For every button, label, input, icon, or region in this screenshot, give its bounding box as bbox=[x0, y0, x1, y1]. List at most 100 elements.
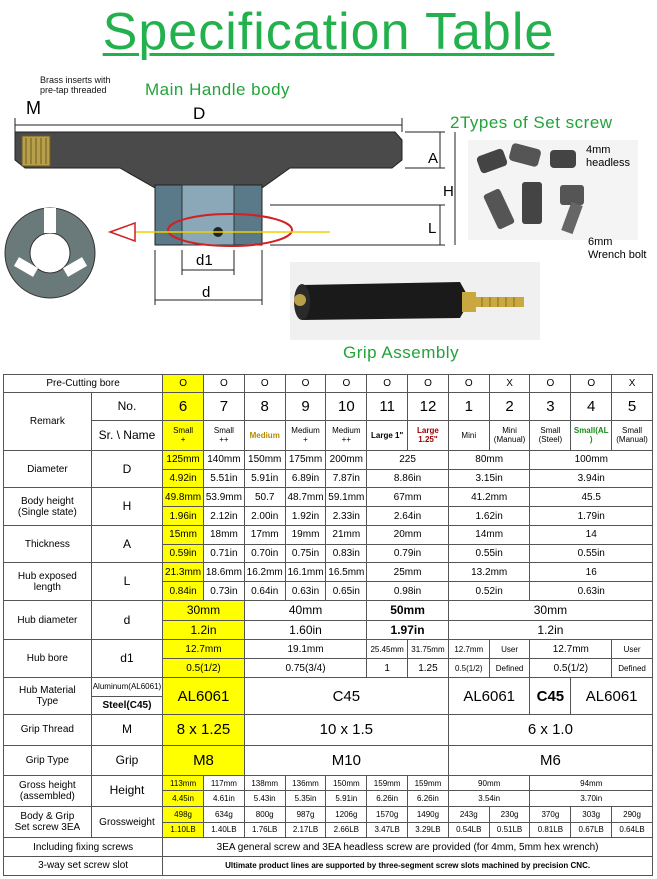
cell: 12.7mm bbox=[529, 639, 613, 660]
cell: O bbox=[202, 374, 245, 393]
cell: 8 x 1.25 bbox=[162, 714, 245, 746]
cell: 2.00in bbox=[243, 506, 286, 526]
cell: 243g bbox=[447, 806, 490, 823]
cell: O bbox=[366, 374, 409, 393]
cell: 0.59in bbox=[162, 543, 204, 564]
cell: 0.98in bbox=[366, 581, 449, 601]
cell: 1.25 bbox=[407, 658, 449, 678]
row-gross-height-mm: Gross height (assembled) Height 113mm 11… bbox=[3, 774, 653, 808]
height-sym: H bbox=[90, 487, 164, 526]
cell: 0.5(1/2) bbox=[162, 658, 245, 678]
hub-dia-sym: d bbox=[90, 599, 164, 641]
cell: User bbox=[611, 639, 653, 660]
cell: 3.15in bbox=[447, 468, 531, 489]
row-diameter-in: 4.92in 5.51in 5.91in 6.89in 7.87in 8.86i… bbox=[4, 468, 653, 489]
row-thickness-mm: Thickness A 15mm 18mm 17mm 19mm 21mm 20m… bbox=[3, 524, 653, 564]
set-screw-title: 2Types of Set screw bbox=[450, 113, 613, 132]
cell: Defined bbox=[611, 658, 653, 678]
cell: 4 bbox=[570, 391, 613, 421]
slot-text: Ultimate product lines are supported by … bbox=[162, 855, 653, 877]
cell: M10 bbox=[243, 744, 449, 776]
cell: Medium + bbox=[284, 419, 327, 452]
gross-height-label: Gross height (assembled) bbox=[3, 774, 92, 808]
cell: 159mm bbox=[407, 774, 449, 792]
cell: O bbox=[407, 374, 449, 393]
cell: 40mm bbox=[243, 599, 368, 621]
cell: 0.64LB bbox=[611, 821, 653, 839]
cell: 1490g bbox=[407, 806, 449, 823]
cell: 10 bbox=[325, 391, 368, 421]
cell: O bbox=[570, 374, 613, 393]
cell: 12.7mm bbox=[447, 639, 490, 660]
cell: 0.81LB bbox=[529, 821, 572, 839]
cell: 2.17LB bbox=[284, 821, 327, 839]
cell: 3 bbox=[529, 391, 572, 421]
row-thickness-in: 0.59in 0.71in 0.70in 0.75in 0.83in 0.79i… bbox=[4, 543, 653, 564]
cell: 1.92in bbox=[284, 506, 327, 526]
cell: 1.60in bbox=[243, 619, 368, 641]
cell: 8 bbox=[243, 391, 286, 421]
cell: 200mm bbox=[325, 450, 368, 470]
diameter-sym: D bbox=[90, 450, 164, 489]
sr-name-label: Sr. \ Name bbox=[90, 419, 164, 452]
thread-sym: M bbox=[90, 714, 164, 746]
cell: 14 bbox=[529, 524, 653, 545]
cell: 13.2mm bbox=[447, 562, 531, 583]
cell: 0.55in bbox=[447, 543, 531, 564]
row-number: Remark No. 6 7 8 9 10 11 12 1 2 3 4 5 bbox=[3, 391, 653, 452]
grip-label: Grip Type bbox=[3, 744, 92, 776]
thickness-sym: A bbox=[90, 524, 164, 564]
diameter-label: Diameter bbox=[3, 450, 92, 489]
row-diameter-mm: Diameter D 125mm 140mm 150mm 175mm 200mm… bbox=[3, 450, 653, 489]
cell: O bbox=[243, 374, 286, 393]
cell: 0.79in bbox=[366, 543, 449, 564]
cell: 0.54LB bbox=[447, 821, 490, 839]
cell: 5.43in bbox=[243, 790, 286, 808]
cell: 3.70in bbox=[529, 790, 653, 808]
cell: M8 bbox=[162, 744, 245, 776]
cell: 7 bbox=[202, 391, 245, 421]
cell: 1.10LB bbox=[162, 821, 204, 839]
cell: AL6061 bbox=[162, 676, 245, 716]
cell: 100mm bbox=[529, 450, 653, 470]
cell: Medium ++ bbox=[325, 419, 368, 452]
cell: 1.62in bbox=[447, 506, 531, 526]
cell: 113mm bbox=[162, 774, 204, 792]
cell: 21.3mm bbox=[162, 562, 204, 583]
cell: 1.2in bbox=[447, 619, 654, 641]
dim-d1-label: d1 bbox=[196, 252, 213, 269]
row-height-in: 1.96in 2.12in 2.00in 1.92in 2.33in 2.64i… bbox=[4, 506, 653, 526]
gross-weight-sym: Grossweight bbox=[90, 806, 164, 839]
cell: 136mm bbox=[284, 774, 327, 792]
cell: 59.1mm bbox=[325, 487, 368, 508]
cell: Small (Manual) bbox=[611, 419, 653, 452]
cell: 5.91in bbox=[325, 790, 368, 808]
row-hub-dia-mm: Hub diameter d 30mm 40mm 50mm 30mm bbox=[3, 599, 654, 641]
row-fixing-screws: Including fixing screws 3EA general scre… bbox=[2, 837, 653, 857]
cell: 0.75in bbox=[284, 543, 327, 564]
cell: 49.8mm bbox=[162, 487, 204, 508]
main-handle-label: Main Handle body bbox=[145, 80, 291, 99]
dim-H-label: H bbox=[443, 183, 454, 200]
material-sym-steel: Steel(C45) bbox=[90, 695, 164, 716]
cell: 230g bbox=[488, 806, 531, 823]
cell: 31.75mm bbox=[407, 639, 449, 660]
cell: 9 bbox=[284, 391, 327, 421]
cell: 18mm bbox=[202, 524, 245, 545]
fixing-label: Including fixing screws bbox=[2, 837, 164, 857]
row-grip-thread: Grip Thread M 8 x 1.25 10 x 1.5 6 x 1.0 bbox=[3, 714, 654, 746]
cell: 1.40LB bbox=[202, 821, 245, 839]
row-name: Sr. \ Name Small + Small ++ Medium Mediu… bbox=[4, 419, 653, 452]
cell: 20mm bbox=[366, 524, 449, 545]
cell: 5 bbox=[611, 391, 653, 421]
cell: 0.65in bbox=[325, 581, 368, 601]
cell: 50.7 bbox=[243, 487, 286, 508]
no-label: No. bbox=[90, 391, 164, 421]
fixing-text: 3EA general screw and 3EA headless screw… bbox=[162, 837, 653, 857]
cell: 12 bbox=[407, 391, 449, 421]
cell: 3.47LB bbox=[366, 821, 409, 839]
cell: M6 bbox=[447, 744, 654, 776]
cell: 0.63in bbox=[284, 581, 327, 601]
hub-bore-label: Hub bore bbox=[3, 639, 92, 678]
cell: X bbox=[611, 374, 653, 393]
